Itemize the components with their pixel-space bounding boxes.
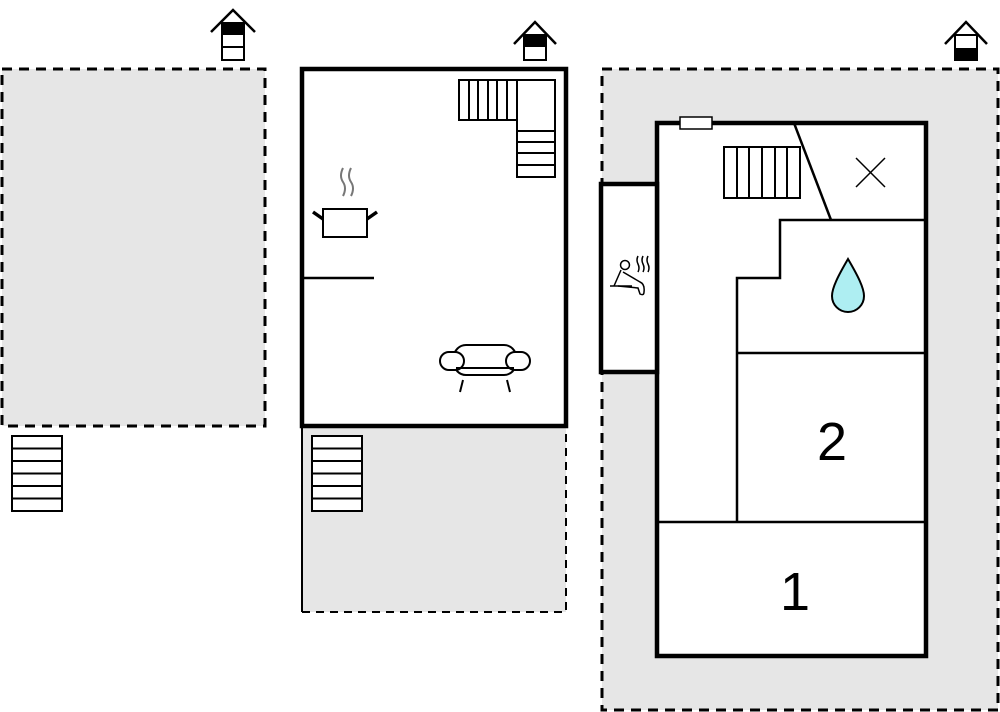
kitchen-pot-icon <box>311 167 379 238</box>
level-ground: 2 1 <box>598 20 1000 712</box>
toilet-x-icon <box>855 157 886 188</box>
stairs-icon <box>723 146 801 199</box>
house-level-middle-icon <box>513 20 557 61</box>
sofa-icon <box>439 344 531 393</box>
sauna-room <box>598 181 660 375</box>
ground-floor-walls <box>654 120 929 659</box>
water-drop-icon <box>830 257 866 313</box>
stairs-icon <box>11 435 63 512</box>
terrace-area <box>302 426 566 612</box>
stairs-icon <box>311 435 363 512</box>
stairs-icon <box>458 79 556 178</box>
interior-walls <box>657 122 926 524</box>
level-outdoor <box>0 8 267 512</box>
room-2-label: 2 <box>817 412 847 472</box>
house-level-bottom-icon <box>944 20 988 61</box>
outdoor-area <box>0 67 267 428</box>
sauna-icon <box>610 255 650 296</box>
window <box>679 116 713 130</box>
room-1-label: 1 <box>780 562 810 622</box>
house-level-top-icon <box>210 8 256 61</box>
level-upper <box>299 20 569 613</box>
